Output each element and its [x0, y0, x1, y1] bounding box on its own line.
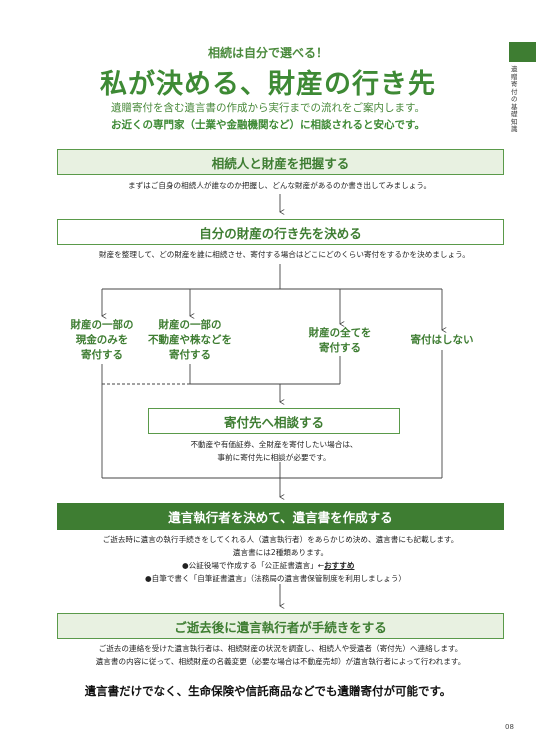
step-2-title: 自分の財産の行き先を決める [199, 225, 362, 241]
option-3-line-1: 財産の全てを [308, 327, 372, 339]
option-real-estate: 財産の一部の 不動産や株などを 寄付する [140, 318, 240, 363]
consult-desc-2: 事前に寄付先に相談が必要です。 [217, 453, 331, 462]
option-all-assets: 財産の全てを 寄付する [290, 326, 390, 356]
option-4-line-1: 寄付はしない [410, 334, 474, 346]
step-4-desc-1: ご逝去の連絡を受けた遺言執行者は、相続財産の状況を調査し、相続人や受遺者（寄付先… [98, 644, 463, 653]
step-2-desc: 財産を整理して、どの財産を誰に相続させ、寄付する場合はどこにどのくらい寄付をする… [99, 250, 470, 259]
option-2-line-1: 財産の一部の [158, 319, 222, 331]
step-4-desc-2: 遺言書の内容に従って、相続財産の名義変更（必要な場合は不動産売却）が遺言執行者に… [95, 657, 466, 666]
option-1-line-3: 寄付する [81, 349, 123, 361]
option-1-line-1: 財産の一部の [70, 319, 134, 331]
bullet-1-text: ●公証役場で作成する「公正証書遺言」← [182, 561, 325, 570]
intro-line-1: 遺贈寄付を含む遺言書の作成から実行までの流れをご案内します。 [111, 102, 425, 114]
consult-box: 寄付先へ相談する [148, 408, 400, 434]
step-1-box: 相続人と財産を把握する [57, 149, 504, 175]
footer-note: 遺言書だけでなく、生命保険や信託商品などでも遺贈寄付が可能です。 [84, 684, 452, 698]
side-tab-label: 遺贈寄付の基礎知識 [511, 65, 518, 133]
step-4-title: ご逝去後に遺言執行者が手続きをする [174, 619, 387, 635]
page-title: 私が決める、財産の行き先 [100, 69, 436, 100]
consult-title: 寄付先へ相談する [223, 414, 324, 430]
step-2-box: 自分の財産の行き先を決める [57, 219, 504, 245]
step-1-title: 相続人と財産を把握する [211, 155, 350, 171]
option-2-line-3: 寄付する [169, 349, 211, 361]
step-3-box: 遺言執行者を決めて、遺言書を作成する [57, 503, 504, 530]
option-no-donation: 寄付はしない [397, 333, 487, 348]
option-1-line-2: 現金のみを [75, 334, 129, 346]
step-3-bullet-2: ●自筆で書く「自筆証書遺言」（法務局の遺言書保管制度を利用しましょう） [145, 574, 407, 583]
step-3-desc-2: 遺言書には2種類あります。 [232, 548, 329, 557]
step-3-bullet-1: ●公証役場で作成する「公正証書遺言」←おすすめ [182, 560, 354, 571]
step-3-desc-1: ご逝去時に遺言の執行手続きをしてくれる人（遺言執行者）をあらかじめ決め、遺言書に… [102, 535, 459, 544]
side-tab-marker [509, 42, 536, 62]
recommend-label: おすすめ [324, 561, 355, 570]
page-number: 08 [505, 723, 514, 731]
option-3-line-2: 寄付する [319, 342, 361, 354]
intro-line-2: お近くの専門家（士業や金融機関など）に相談されると安心です。 [111, 119, 425, 131]
option-cash-only: 財産の一部の 現金のみを 寄付する [52, 318, 152, 363]
step-1-desc: まずはご自身の相続人が誰なのか把握し、どんな財産があるのか書き出してみましょう。 [128, 181, 432, 190]
step-4-box: ご逝去後に遺言執行者が手続きをする [57, 613, 504, 639]
page-subtitle: 相続は自分で選べる！ [207, 46, 328, 60]
consult-desc-1: 不動産や有価証券、全財産を寄付したい場合は、 [190, 440, 358, 449]
option-2-line-2: 不動産や株などを [148, 334, 232, 346]
step-3-title: 遺言執行者を決めて、遺言書を作成する [168, 510, 393, 525]
